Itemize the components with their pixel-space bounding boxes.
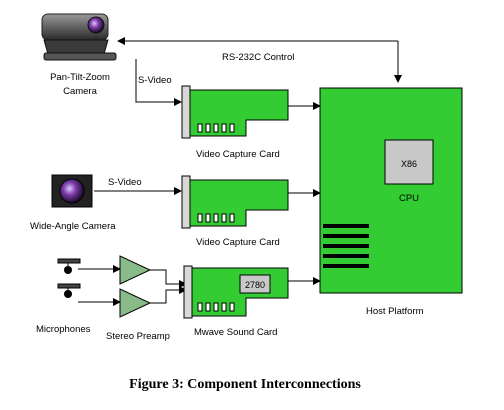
sound-card-label: Mwave Sound Card xyxy=(194,327,277,338)
video-card-1-label: Video Capture Card xyxy=(196,149,280,160)
rs232-control-connector xyxy=(117,37,402,83)
microphone-icon xyxy=(57,258,81,274)
video-card-2-label: Video Capture Card xyxy=(196,237,280,248)
stereo-preamp-label: Stereo Preamp xyxy=(106,331,170,342)
video-capture-card-1 xyxy=(181,85,289,139)
ptz-camera-icon xyxy=(41,13,117,61)
ptz-camera-label-line2: Camera xyxy=(63,86,98,97)
cpu-label: CPU xyxy=(399,193,419,204)
svideo-ptz-connector xyxy=(135,59,182,106)
svideo-mid-label: S-Video xyxy=(108,177,142,188)
rs232-label: RS-232C Control xyxy=(222,52,294,63)
preamp-1-connector xyxy=(150,269,187,288)
wide-angle-camera-icon xyxy=(51,174,93,208)
cpu-chip-label: X86 xyxy=(401,159,417,169)
microphone-icon xyxy=(57,283,81,298)
wide-camera-label: Wide-Angle Camera xyxy=(30,221,116,232)
microphones-label: Microphones xyxy=(36,324,91,335)
mwave-sound-card xyxy=(183,265,289,319)
stereo-preamp xyxy=(119,255,152,318)
video-capture-card-2 xyxy=(181,175,289,229)
sound-chip-label: 2780 xyxy=(245,280,265,290)
preamp-2-connector xyxy=(150,286,187,304)
svideo-top-label: S-Video xyxy=(138,75,172,86)
figure-caption: Figure 3: Component Interconnections xyxy=(129,377,361,392)
host-platform-label: Host Platform xyxy=(366,306,424,317)
host-platform-board xyxy=(319,87,463,294)
ptz-camera-label-line1: Pan-Tilt-Zoom xyxy=(50,72,110,83)
